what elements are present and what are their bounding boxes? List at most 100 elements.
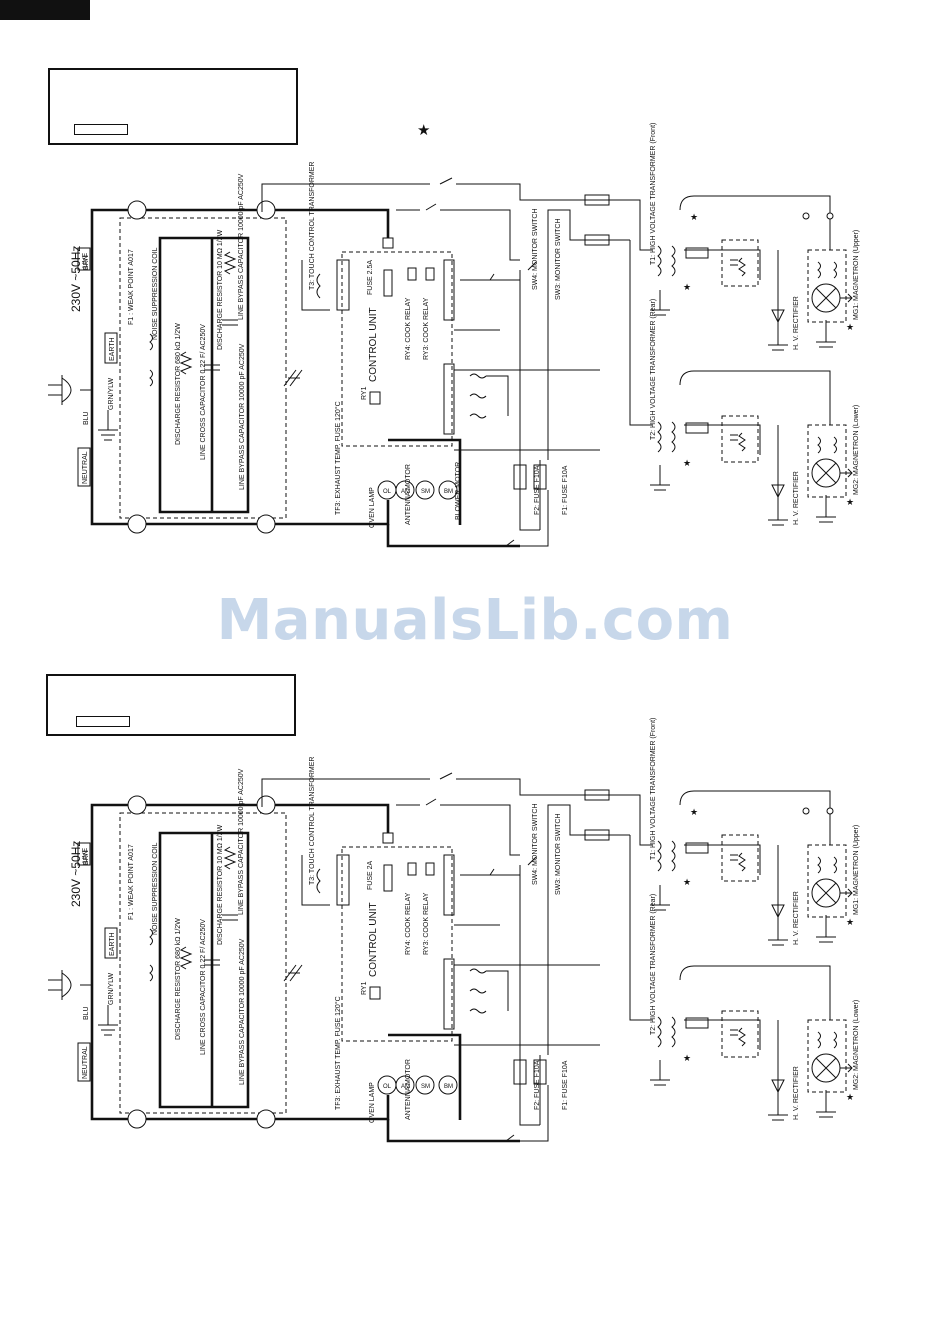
magnetron-upper-label: MG1: MAGNETRON (Upper)	[853, 825, 860, 915]
t2-transformer-icon	[657, 421, 676, 453]
t1-transformer-icon	[657, 840, 676, 872]
t3-transformer-label: T3: TOUCH CONTROL TRANSFORMER	[309, 162, 316, 290]
hv-capacitor-box-2	[721, 415, 759, 463]
star-t1-icon: ★	[690, 212, 698, 222]
line-cross-capacitor-label: LINE CROSS CAPACITOR 0.22 F/ AC250V	[200, 324, 207, 460]
discharge-resistor-1-label: DISCHARGE RESISTOR 680 kΩ 1/2W	[175, 918, 182, 1040]
live-bus	[90, 208, 130, 390]
magnetron-upper-box	[807, 249, 847, 323]
ry4-label: RY4: COOK RELAY	[405, 297, 412, 360]
rectifier-2-label: H. V. RECTIFIER	[793, 471, 800, 525]
noise-coil-label: NOISE SUPPRESSION COIL	[152, 247, 159, 340]
ry4-label: RY4: COOK RELAY	[405, 892, 412, 955]
legend-star-icon: ★	[417, 122, 431, 139]
t2-fuse-icon	[584, 829, 610, 841]
hv-capacitor-box-1	[721, 834, 759, 882]
discharge-resistor-2-label: DISCHARGE RESISTOR 10 MΩ 1/2W	[217, 824, 224, 945]
terminal-neutral-out	[256, 1109, 276, 1129]
exhaust-fuse-label: TF3: EXHAUST TEMP. FUSE 120°C	[334, 401, 342, 515]
supply-label: 230V ~50Hz	[69, 841, 83, 907]
t3-transformer-block	[336, 854, 350, 906]
neutral-bus	[90, 390, 130, 526]
sm-mark: SM	[421, 1084, 430, 1090]
magnetron-upper-box	[807, 844, 847, 918]
sw4-label: SW4: MONITOR SWITCH	[532, 208, 539, 290]
discharge-resistor-2-icon	[223, 251, 237, 275]
terminal-live-out	[256, 200, 276, 220]
bypass-capacitor-1-icon	[222, 319, 238, 326]
star-t1b-icon: ★	[683, 282, 691, 292]
magnetron-lower-box	[807, 424, 847, 498]
am-mark: AM	[401, 1084, 410, 1090]
terminal-neutral-label: NEUTRAL	[82, 1046, 89, 1079]
oven-lamp-label: OVEN LAMP	[369, 487, 376, 528]
wire-blu-label: BLU	[83, 411, 90, 425]
sw4-label: SW4: MONITOR SWITCH	[532, 803, 539, 885]
star-mg2-icon: ★	[846, 1092, 854, 1102]
t1-label: T1: HIGH VOLTAGE TRANSFORMER (Front)	[650, 123, 657, 265]
t1-fuse-icon	[584, 194, 610, 206]
bm-mark: BM	[444, 489, 453, 495]
star-t2-icon: ★	[683, 1053, 691, 1063]
terminal-neutral-label: NEUTRAL	[82, 451, 89, 484]
control-unit-outline	[341, 846, 453, 1042]
antenna-motor-label: ANTENNA MOTOR	[405, 1059, 412, 1120]
t2-label: T2: HIGH VOLTAGE TRANSFORMER (Rear)	[650, 894, 657, 1035]
f1-weak-point-label: F1 : WEAK POINT A017	[128, 249, 135, 325]
star-t1b-icon: ★	[683, 877, 691, 887]
live-bus	[90, 803, 130, 985]
fuse-2a-icon	[383, 269, 393, 297]
t1-fuse-icon	[584, 789, 610, 801]
fuse-f1-icon	[533, 1059, 547, 1085]
fuse-f2-icon	[513, 464, 527, 490]
cross-capacitor-icon	[204, 959, 220, 966]
ry1-label: RY1	[361, 981, 368, 995]
hv-capacitor-box-1	[721, 239, 759, 287]
t2-fuse-icon	[584, 234, 610, 246]
ry1-relay-coil-icon	[369, 986, 381, 1000]
fuse-2a-icon	[383, 864, 393, 892]
control-connector-top	[443, 259, 455, 321]
legend-box-top	[48, 68, 298, 145]
terminal-earth-label: EARTH	[109, 337, 116, 361]
ry4-relay-coil-icon	[407, 862, 417, 876]
terminal-neutral-out	[256, 514, 276, 534]
control-unit-outline	[341, 251, 453, 447]
discharge-resistor-1-label: DISCHARGE RESISTOR 680 kΩ 1/2W	[175, 323, 182, 445]
bm-mark: BM	[444, 1084, 453, 1090]
ry3-label: RY3: COOK RELAY	[423, 892, 430, 955]
terminal-live-label: LIVE	[82, 847, 89, 863]
terminal-live-label: LIVE	[82, 252, 89, 268]
blower-motor-icon	[438, 480, 458, 500]
noise-filter-outline	[119, 812, 287, 1114]
blower-motor-icon	[438, 1075, 458, 1095]
ry3-relay-coil-icon	[425, 267, 435, 281]
page-corner-tab	[0, 0, 90, 20]
fuse-f2-icon	[513, 1059, 527, 1085]
discharge-resistor-1-icon	[179, 946, 193, 970]
t1-label: T1: HIGH VOLTAGE TRANSFORMER (Front)	[650, 718, 657, 860]
wire-brn-label: BRN	[83, 850, 90, 865]
wiring-schematic-1: 230V ~50Hz BRN BLU GRN/YLW LIVE EARTH NE…	[48, 123, 860, 548]
earth-symbol-icon	[98, 1005, 118, 1036]
discharge-resistor-2-icon	[223, 846, 237, 870]
control-connector-bottom	[443, 958, 455, 1030]
ol-mark: OL	[383, 489, 392, 495]
fuse-f2-label: F2: FUSE F10A	[534, 1060, 541, 1110]
wiring-schematic-2: 230V ~50Hz BRN BLU GRN/YLW LIVE EARTH NE…	[48, 718, 860, 1143]
exhaust-fuse-label: TF3: EXHAUST TEMP. FUSE 120°C	[334, 996, 342, 1110]
t1-transformer-icon	[657, 245, 676, 277]
noise-coil-icon	[149, 928, 153, 982]
antenna-motor-icon	[395, 480, 415, 500]
bypass-capacitor-1-label: LINE BYPASS CAPACITOR 10000 pF AC250V	[238, 768, 245, 915]
am-mark: AM	[401, 489, 410, 495]
line-cross-capacitor-label: LINE CROSS CAPACITOR 0.22 F/ AC250V	[200, 919, 207, 1055]
t3-transformer-label: T3: TOUCH CONTROL TRANSFORMER	[309, 757, 316, 885]
star-t2-icon: ★	[683, 458, 691, 468]
rectifier-1-label: H. V. RECTIFIER	[793, 891, 800, 945]
blower-motor-label: BLOWER MOTOR	[455, 462, 462, 520]
terminal-neutral-in	[127, 1109, 147, 1129]
legend-swatch-top	[74, 124, 128, 135]
fuse-label: FUSE 2A	[367, 860, 374, 890]
hv-capacitor-fuse-1	[685, 842, 709, 854]
